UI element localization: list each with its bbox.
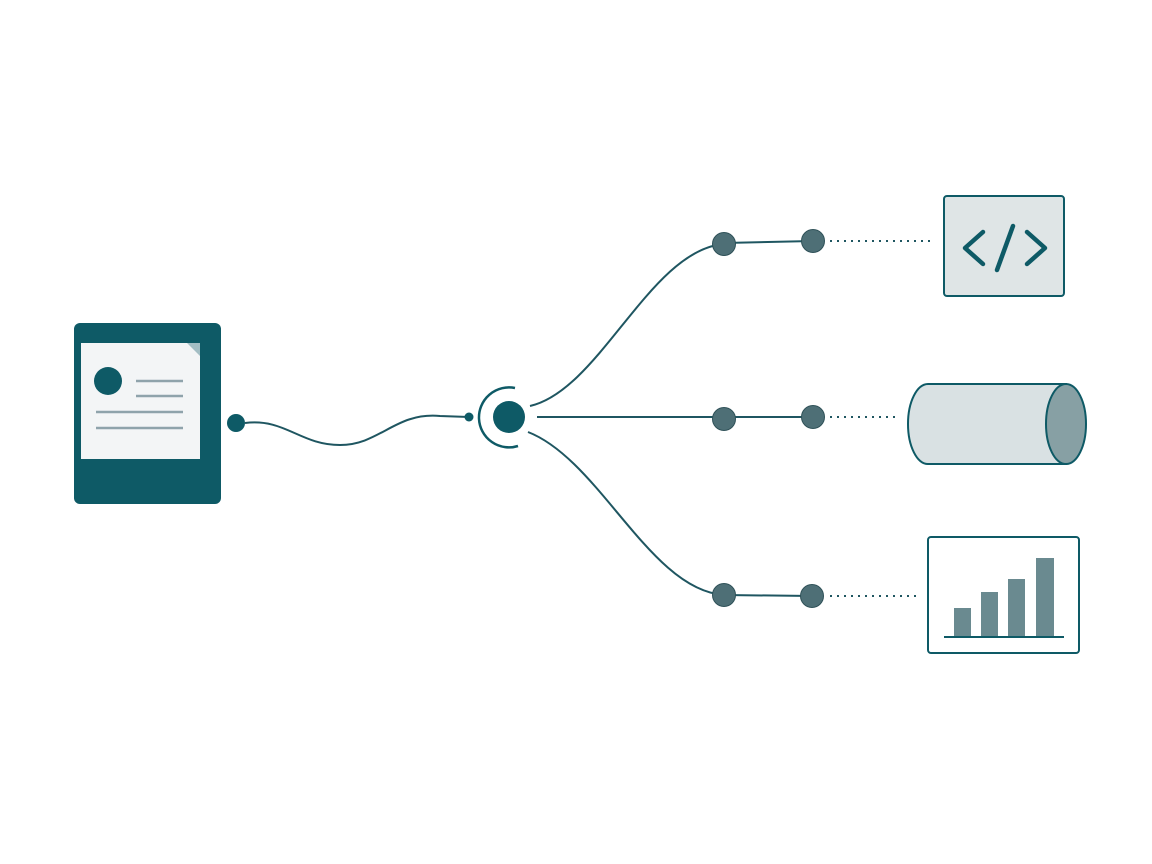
hub-input-port	[464, 412, 474, 422]
hub-node-icon	[477, 386, 525, 449]
branch-line-top	[529, 243, 725, 407]
branch-node-top-2	[801, 229, 825, 253]
database-cylinder-icon	[907, 383, 1087, 465]
document-card-icon	[74, 323, 221, 504]
source-port	[227, 414, 245, 432]
branch-node-middle-1	[712, 407, 736, 431]
branch-node-bottom-2	[800, 584, 824, 608]
document-avatar-icon	[94, 367, 122, 395]
branch-node-top-1	[712, 232, 736, 256]
branch-node-middle-2	[801, 405, 825, 429]
branch-node-bottom-1	[712, 583, 736, 607]
code-icon	[943, 195, 1065, 297]
branch-line-bottom	[527, 431, 725, 596]
bar-chart-icon	[927, 536, 1080, 654]
source-connector-line	[244, 414, 470, 447]
